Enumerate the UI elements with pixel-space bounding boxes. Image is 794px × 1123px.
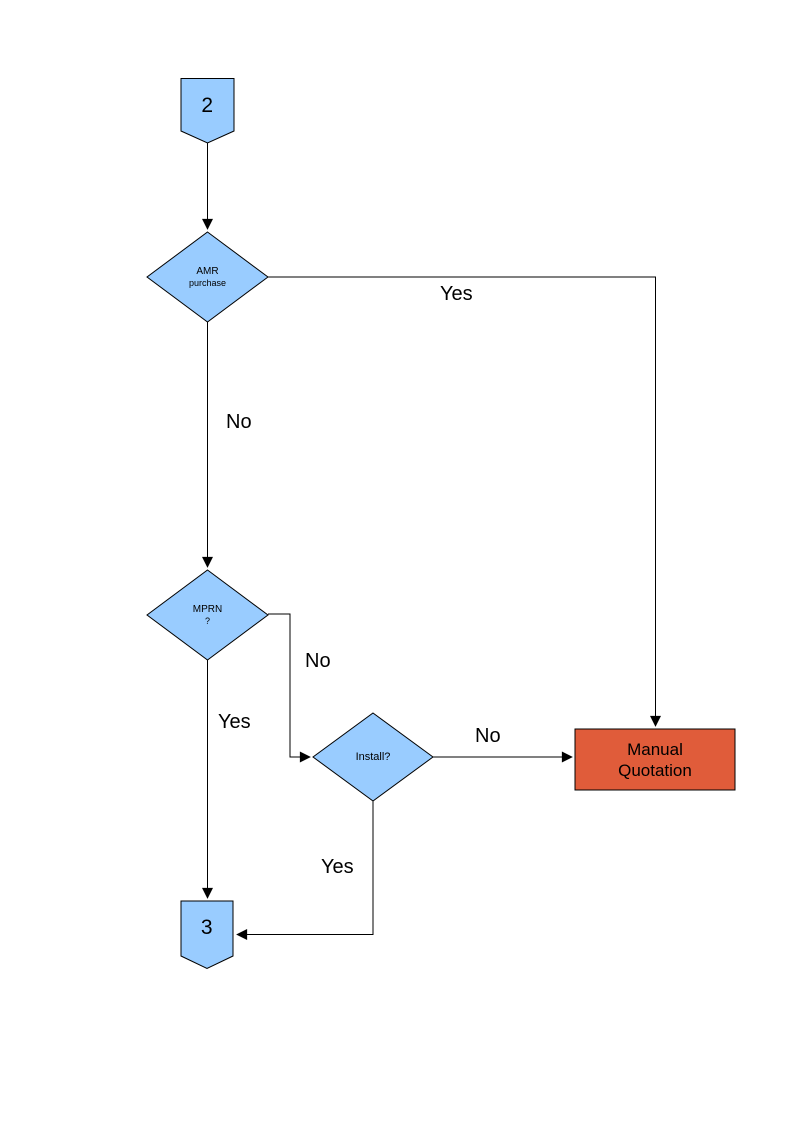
manual-quotation-box [574,728,736,791]
edge-mprn-no-to-install [268,613,311,763]
install-decision-shape [312,712,434,802]
edge-install-yes-to-connector3 [236,801,374,940]
mprn-decision-shape [146,569,269,661]
edge-amr-yes-to-manual-quotation [268,276,661,727]
connector-3-shape [180,900,234,970]
amr-purchase-decision-shape [146,231,269,323]
connector-2-shape [180,78,235,144]
